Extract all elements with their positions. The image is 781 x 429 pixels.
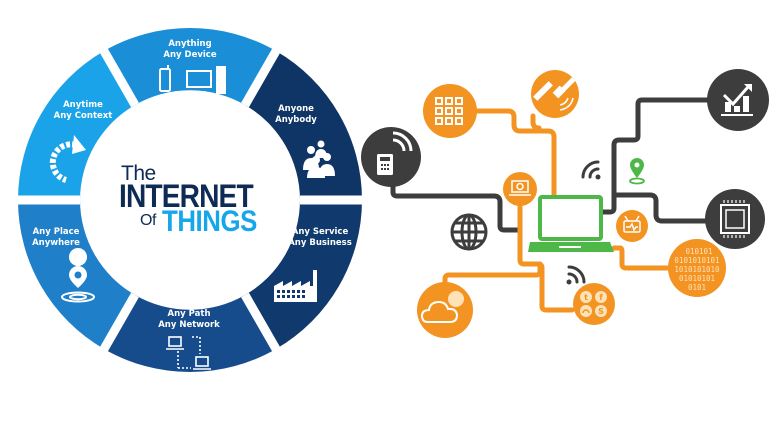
title-of: Of [140,212,156,229]
svg-text:0101: 0101 [688,283,706,292]
node-web-laptop [503,172,537,206]
cycle-arrow-icon [49,141,77,183]
svg-text:0101010101: 0101010101 [674,256,719,265]
globe-icon [450,213,488,251]
title-the: The [121,162,156,185]
label-line: Anywhere [32,238,80,248]
node-social: t f S [573,283,615,325]
ring-segment-anything [104,27,276,105]
svg-text:010101: 010101 [685,247,712,256]
wifi-signal-icon [566,265,586,285]
label-line: Any Path [167,309,211,319]
location-pin-icon [61,248,95,303]
label-line: Anytime [63,100,103,110]
ring-segment-anyone [245,51,362,200]
ring-label-anyone: Anyone Anybody [275,104,317,126]
title-internet: INTERNET [119,178,254,214]
label-line: Anybody [275,115,317,125]
node-tv [616,210,648,242]
web-laptop-icon [509,180,531,196]
label-line: Any Context [53,111,113,121]
ring-label-any-service: Any Service Any Business [288,227,352,249]
title-things: THINGS [162,205,257,238]
cycle-arrowhead [72,135,86,154]
cloud-icon [420,291,464,323]
ring-label-anytime: Anytime Any Context [54,100,113,122]
ring-label-anything: Anything Any Device [163,39,216,61]
ring-label-any-place: Any Place Anywhere [32,227,80,249]
node-satellite [531,70,579,118]
network-laptops-icon [166,336,211,370]
svg-text:t: t [584,293,588,302]
node-mobile-wireless [361,127,421,187]
iot-ring [12,27,368,373]
label-line: Anything [168,39,212,49]
node-cloud [417,282,473,338]
laptop-hub [528,195,614,252]
node-binary: 010101 0101010101 1010101010 01010101 01… [668,239,726,297]
svg-text:1010101010: 1010101010 [674,265,720,274]
devices-icon [159,65,226,94]
svg-text:S: S [598,307,604,316]
ring-segment-any-path [104,295,276,373]
svg-text:f: f [599,293,603,302]
ring-gaps [12,41,368,359]
svg-text:01010101: 01010101 [679,274,715,283]
factory-icon [274,270,317,302]
cpu-chip-icon [720,200,750,238]
tv-icon [623,215,641,233]
ring-segment-any-service [245,200,362,349]
label-line: Any Place [32,227,80,237]
label-line: Any Network [158,320,220,330]
mobile-wireless-icon [377,131,413,175]
label-line: Any Device [163,50,217,60]
ring-segment-anytime [17,51,136,200]
satellite-icon [533,77,576,101]
wifi-signal-icon [581,160,601,180]
ring-label-any-path: Any Path Any Network [158,309,220,331]
app-grid-icon [435,97,463,125]
node-analytics [707,69,769,131]
node-processor [705,189,765,249]
node-app-grid [423,84,477,138]
people-group-icon [303,140,335,178]
label-line: Any Business [288,238,352,248]
location-pin-icon [629,158,645,185]
social-media-icon: t f S [580,291,607,317]
network-connectors [390,97,721,313]
label-line: Any Service [291,227,349,237]
bar-chart-icon [721,84,753,116]
binary-data-icon: 010101 0101010101 1010101010 01010101 01… [674,247,720,292]
label-line: Anyone [278,104,314,114]
